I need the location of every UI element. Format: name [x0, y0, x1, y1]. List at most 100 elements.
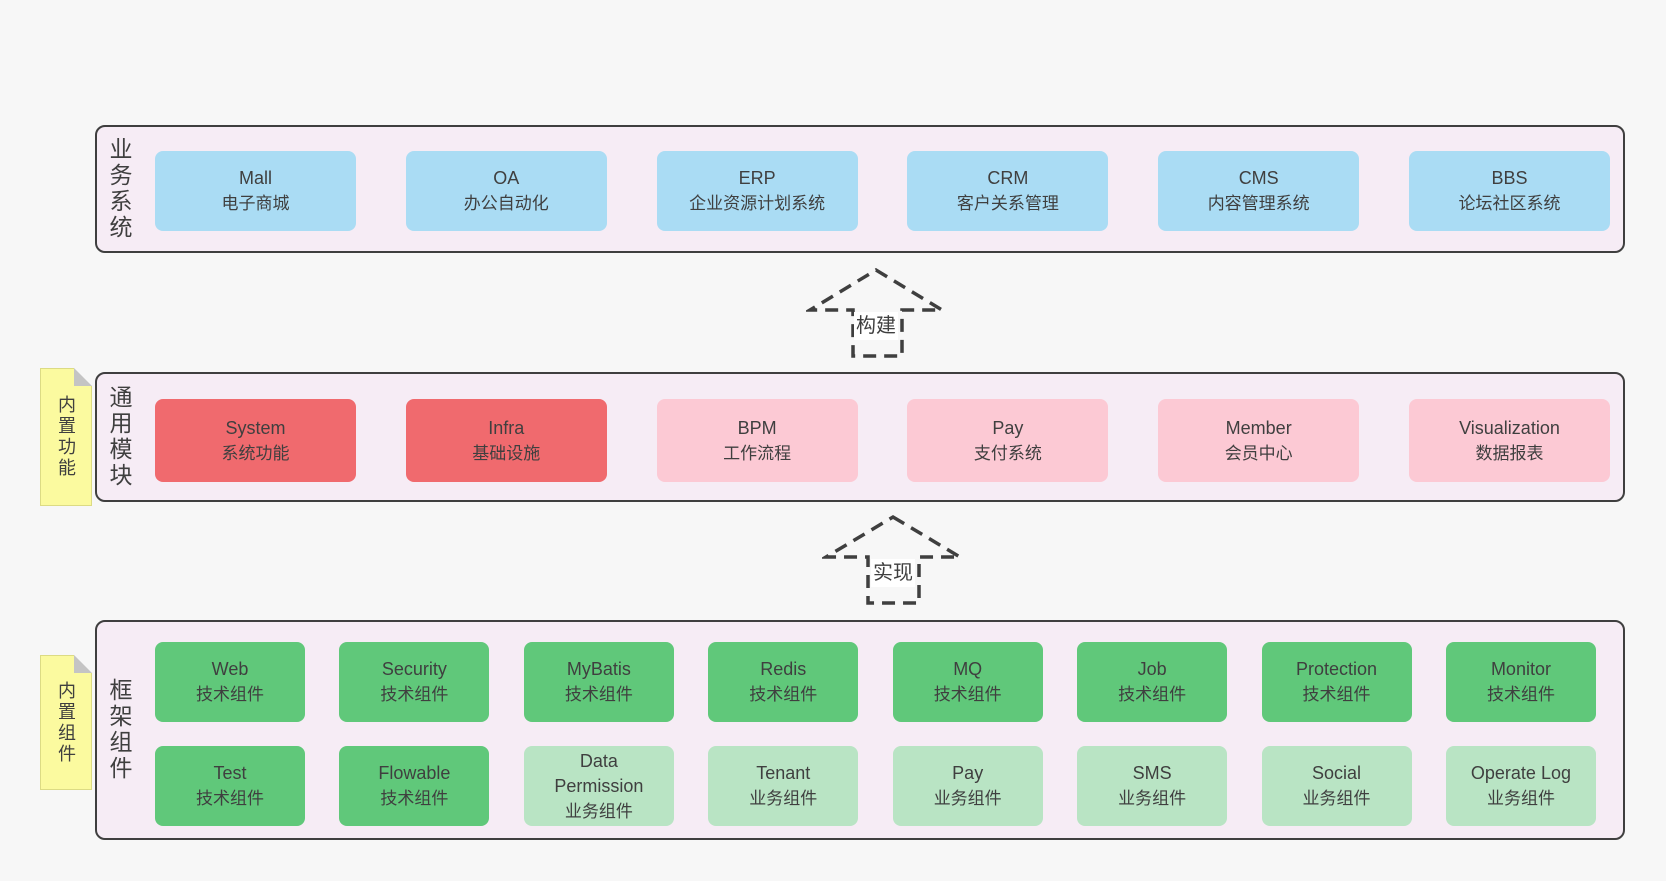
box-subtitle: 业务组件: [749, 789, 818, 808]
note-fold-corner: [74, 655, 92, 673]
box-title: SMS: [1132, 763, 1172, 783]
framework-components-panel: 框架组件 Web 技术组件 Security 技术组件 MyBatis 技术组件…: [95, 620, 1625, 840]
build-arrow: 构建: [806, 266, 946, 360]
box-title: System: [225, 417, 286, 438]
box-subtitle: 技术组件: [1486, 685, 1555, 704]
box-subtitle: 业务组件: [564, 801, 633, 821]
box-system: System 系统功能: [155, 399, 356, 482]
box-subtitle: 内容管理系统: [1207, 194, 1310, 213]
box-title: Mall: [238, 168, 272, 188]
common-modules-panel-label: 通用模块: [106, 385, 132, 489]
box-operate-log: Operate Log 业务组件: [1445, 746, 1596, 826]
implement-arrow-label: 实现: [871, 559, 915, 587]
box-data-permission: Data Permission 业务组件: [523, 746, 674, 826]
box-flowable: Flowable 技术组件: [339, 746, 490, 826]
framework-components-row-1: Web 技术组件 Security 技术组件 MyBatis 技术组件 Redi…: [155, 642, 1596, 722]
box-title: Job: [1137, 659, 1167, 679]
box-subtitle: 企业资源计划系统: [689, 194, 826, 213]
box-title: OA: [493, 168, 520, 188]
box-subtitle: 会员中心: [1224, 443, 1293, 463]
box-subtitle: 技术组件: [380, 789, 449, 808]
build-arrow-label: 构建: [854, 312, 898, 340]
box-cms: CMS 内容管理系统: [1158, 151, 1360, 231]
box-crm: CRM 客户关系管理: [907, 151, 1109, 231]
box-title: BPM: [737, 417, 777, 438]
common-modules-panel: 通用模块 System 系统功能 Infra 基础设施 BPM 工作流程 Pay…: [95, 372, 1625, 502]
box-job: Job 技术组件: [1077, 642, 1228, 722]
note-fold-corner: [74, 368, 92, 386]
box-member: Member 会员中心: [1158, 399, 1360, 482]
box-title: Security: [381, 659, 447, 679]
box-subtitle: 技术组件: [196, 685, 264, 704]
box-infra: Infra 基础设施: [405, 399, 607, 482]
box-mall: Mall 电子商城: [155, 151, 356, 231]
box-pay-component: Pay 业务组件: [892, 746, 1043, 826]
box-title: Visualization: [1459, 417, 1560, 438]
box-oa: OA 办公自动化: [405, 151, 607, 231]
box-redis: Redis 技术组件: [708, 642, 859, 722]
box-subtitle: 基础设施: [472, 443, 541, 463]
box-subtitle: 系统功能: [221, 443, 290, 463]
business-systems-box-row: Mall 电子商城 OA 办公自动化 ERP 企业资源计划系统 CRM 客户关系…: [155, 151, 1610, 231]
box-title: Redis: [760, 659, 807, 679]
framework-components-panel-label: 框架组件: [106, 678, 132, 782]
box-title: Pay: [992, 417, 1024, 438]
box-title: Tenant: [756, 763, 811, 783]
box-title: MQ: [953, 659, 983, 679]
box-test: Test 技术组件: [155, 746, 305, 826]
box-subtitle: 业务组件: [1486, 789, 1555, 808]
box-subtitle: 技术组件: [1302, 685, 1371, 704]
business-systems-panel: 业务系统 Mall 电子商城 OA 办公自动化 ERP 企业资源计划系统 CRM…: [95, 125, 1625, 253]
box-subtitle: 技术组件: [196, 789, 264, 808]
box-title: ERP: [738, 168, 776, 188]
builtin-features-note: 内置功能: [40, 368, 92, 506]
box-protection: Protection 技术组件: [1261, 642, 1412, 722]
box-monitor: Monitor 技术组件: [1445, 642, 1596, 722]
box-title: Monitor: [1490, 659, 1551, 679]
box-title: Protection: [1296, 659, 1378, 679]
builtin-features-note-label: 内置功能: [56, 395, 76, 479]
box-subtitle: 技术组件: [380, 685, 449, 704]
box-subtitle: 技术组件: [933, 685, 1002, 704]
box-pay-module: Pay 支付系统: [907, 399, 1109, 482]
box-web: Web 技术组件: [155, 642, 305, 722]
box-title: CMS: [1238, 168, 1279, 188]
box-title: Operate Log: [1470, 763, 1571, 783]
box-subtitle: 技术组件: [1118, 685, 1187, 704]
box-subtitle: 支付系统: [973, 443, 1042, 463]
box-mybatis: MyBatis 技术组件: [523, 642, 674, 722]
implement-arrow: 实现: [822, 513, 964, 607]
box-tenant: Tenant 业务组件: [708, 746, 859, 826]
box-title: Member: [1225, 417, 1292, 438]
box-sms: SMS 业务组件: [1077, 746, 1228, 826]
box-subtitle: 工作流程: [723, 443, 792, 463]
builtin-components-note: 内置组件: [40, 655, 92, 790]
box-title: Pay: [952, 763, 984, 783]
box-social: Social 业务组件: [1261, 746, 1412, 826]
box-erp: ERP 企业资源计划系统: [656, 151, 858, 231]
box-title: Test: [213, 763, 247, 783]
box-subtitle: 数据报表: [1475, 443, 1544, 463]
box-bbs: BBS 论坛社区系统: [1408, 151, 1610, 231]
box-subtitle: 论坛社区系统: [1458, 194, 1561, 213]
box-title: BBS: [1491, 168, 1528, 188]
box-title: CRM: [987, 168, 1029, 188]
box-title: Data Permission: [554, 750, 644, 796]
box-mq: MQ 技术组件: [892, 642, 1043, 722]
box-title: Social: [1312, 763, 1362, 783]
box-title: Infra: [488, 417, 525, 438]
box-security: Security 技术组件: [339, 642, 490, 722]
common-modules-box-row: System 系统功能 Infra 基础设施 BPM 工作流程 Pay 支付系统…: [155, 399, 1610, 482]
box-subtitle: 办公自动化: [463, 194, 549, 213]
builtin-components-note-label: 内置组件: [56, 680, 76, 765]
box-title: Flowable: [378, 763, 451, 783]
box-subtitle: 业务组件: [1302, 789, 1371, 808]
box-subtitle: 电子商城: [221, 194, 290, 213]
box-subtitle: 业务组件: [933, 789, 1002, 808]
business-systems-panel-label: 业务系统: [106, 137, 132, 241]
box-title: MyBatis: [566, 659, 631, 679]
box-subtitle: 业务组件: [1118, 789, 1187, 808]
box-subtitle: 技术组件: [749, 685, 818, 704]
box-subtitle: 客户关系管理: [956, 194, 1059, 213]
